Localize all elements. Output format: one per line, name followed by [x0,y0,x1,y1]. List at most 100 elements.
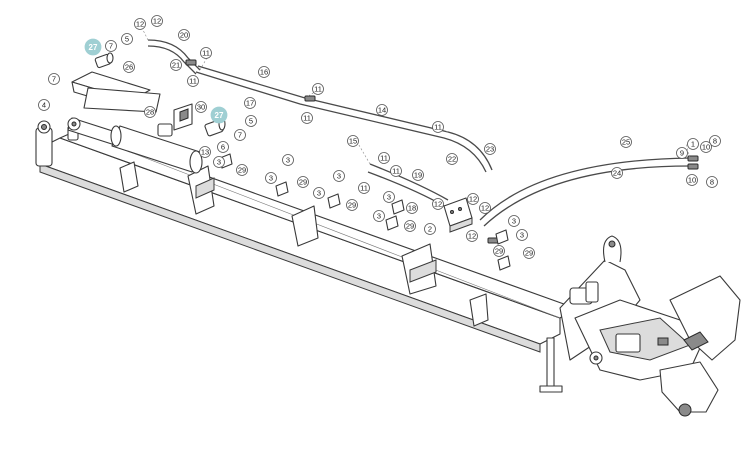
callout: 3 [373,210,385,222]
callout-circle [213,156,225,168]
callout-number: 3 [377,212,381,221]
callout: 4 [38,99,50,111]
callout: 3 [333,170,345,182]
cylinder-cover-plate [71,71,161,113]
callout-highlighted: 27 [210,106,228,124]
callout-number: 10 [702,143,710,152]
callout-circle [282,154,294,166]
callout-circle [383,191,395,203]
callout-number: 11 [434,123,442,132]
callout-circle [686,174,698,186]
callout: 7 [105,40,117,52]
callout-circle [378,152,390,164]
callout-circle [446,153,458,165]
callout-number: 8 [710,178,714,187]
callout: 16 [258,66,270,78]
callout: 29 [236,164,248,176]
callout-number: 3 [217,158,221,167]
callout-number: 17 [246,99,254,108]
callout-circle [376,104,388,116]
callout-number: 30 [197,103,205,112]
callout-circle [134,18,146,30]
callout: 5 [245,115,257,127]
callout-number: 28 [146,108,154,117]
callout-circle [199,146,211,158]
callout-number: 8 [713,137,717,146]
callout: 8 [706,176,718,188]
callout: 28 [144,106,156,118]
callout-number: 11 [392,167,400,176]
callout-circle [432,121,444,133]
hitch-headstock [559,235,741,417]
callout: 17 [244,97,256,109]
callout: 29 [523,247,535,259]
callout-number: 7 [109,42,113,51]
callout-number: 29 [525,249,533,258]
callout-circle [479,202,491,214]
callout: 7 [234,129,246,141]
callout-highlighted: 27 [84,38,102,56]
callout: 12 [467,193,479,205]
callout: 11 [358,182,370,194]
callout: 29 [493,245,505,257]
callout-circle [38,99,50,111]
callout-circle [390,165,402,177]
callout-number: 3 [337,172,341,181]
callout: 22 [446,153,458,165]
callout-number: 4 [42,101,46,110]
callout-circle [687,138,699,150]
callout-circle [620,136,632,148]
callout-number: 25 [622,138,630,147]
hydraulic-cylinder [67,117,203,174]
callout: 7 [48,73,60,85]
callout-number: 9 [680,149,684,158]
callout-number: 11 [189,77,197,86]
callout: 3 [383,191,395,203]
callout-number: 1 [691,140,695,149]
callout: 18 [406,202,418,214]
callout-circle [195,101,207,113]
callout-circle [105,40,117,52]
callout: 13 [199,146,211,158]
callout: 3 [213,156,225,168]
callout: 3 [313,187,325,199]
callout-circle [700,141,712,153]
callout-number: 14 [378,106,386,115]
callout-number: 16 [260,68,268,77]
callout-circle [404,220,416,232]
callout-circle [346,199,358,211]
callout: 19 [412,169,424,181]
callout-circle [676,147,688,159]
callout-circle [178,29,190,41]
callout-circle [144,106,156,118]
callout-circle [467,193,479,205]
callout-circle [611,167,623,179]
callout-number: 11 [202,49,210,58]
callout: 30 [195,101,207,113]
callout-circle [265,172,277,184]
callout-circle [236,164,248,176]
callout-number: 18 [408,204,416,213]
callout-circle [217,141,229,153]
callout-number: 19 [414,171,422,180]
callout-circle [466,230,478,242]
callout-number: 20 [180,31,188,40]
callout-number: 3 [512,217,516,226]
callout-number: 21 [172,61,180,70]
callout-circle [347,135,359,147]
callout-number: 23 [486,145,494,154]
callout-number: 3 [520,231,524,240]
callout-circle [187,75,199,87]
callout: 15 [347,135,359,147]
pivot-pin [94,52,226,137]
callout-number: 3 [317,189,321,198]
callout-circle [200,47,212,59]
callout: 12 [432,198,444,210]
callout-circle [358,182,370,194]
callout: 14 [376,104,388,116]
callout: 24 [611,167,623,179]
callout: 10 [700,141,712,153]
callout: 3 [508,215,520,227]
callout-circle [170,59,182,71]
callout-circle [516,229,528,241]
